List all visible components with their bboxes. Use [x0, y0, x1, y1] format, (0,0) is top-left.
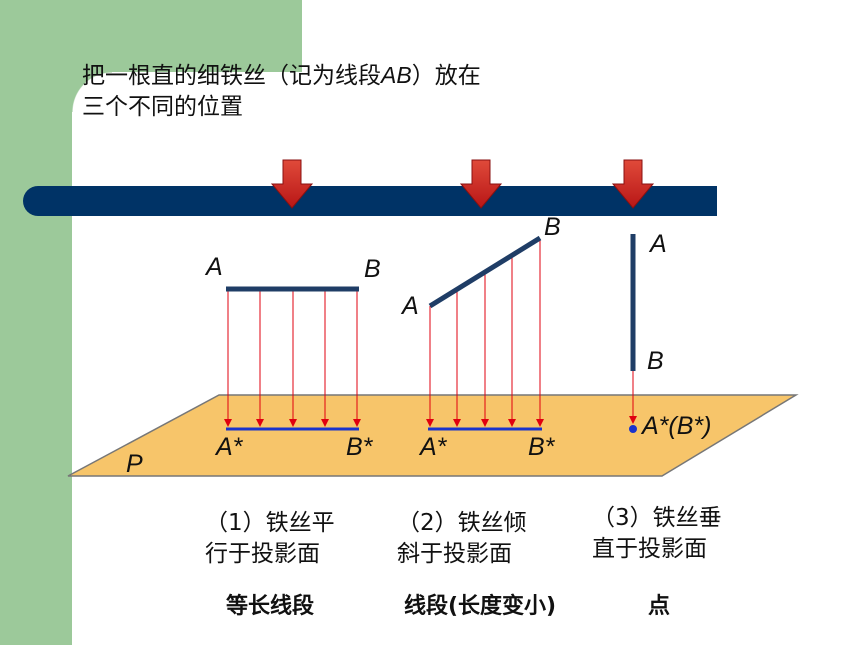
case-1-rays: [224, 289, 361, 427]
title-line1-b: ）放在: [411, 63, 481, 89]
case-2-caption-line1: （2）铁丝倾: [397, 510, 527, 536]
case-2-rays: [426, 239, 544, 427]
title-line1-a: 把一根直的细铁丝（记为线段: [82, 63, 381, 89]
down-arrow-3: [611, 159, 655, 209]
case-1-caption-line1: （1）铁丝平: [205, 510, 335, 536]
case-3-caption-line1: （3）铁丝垂: [592, 505, 722, 531]
case-1-proj-b: B*: [346, 433, 374, 461]
case-1-label-a: A: [204, 253, 223, 281]
plane-label: P: [126, 450, 143, 478]
decor-top-band: [0, 0, 302, 72]
case-3-caption: （3）铁丝垂 直于投影面: [592, 503, 722, 565]
down-arrow-2: [459, 159, 503, 209]
case-2-label-b: B: [544, 213, 561, 241]
case-2-proj-b: B*: [528, 433, 556, 461]
slide-title: 把一根直的细铁丝（记为线段AB）放在 三个不同的位置: [82, 60, 481, 123]
case-1-label-b: B: [364, 255, 381, 283]
case-2-caption: （2）铁丝倾 斜于投影面: [397, 508, 527, 570]
case-3-projection-point: [629, 425, 637, 433]
decor-corner: [72, 72, 112, 112]
case-1-caption: （1）铁丝平 行于投影面: [205, 508, 335, 570]
case-2-proj-a: A*: [418, 433, 448, 461]
down-arrow-1: [270, 159, 314, 209]
case-2-wire: [428, 235, 542, 309]
case-3-proj-point: A*(B*): [640, 412, 711, 440]
case-2-result: 线段(长度变小): [404, 594, 557, 619]
case-3-result: 点: [648, 594, 671, 619]
case-3-label-a: A: [648, 230, 667, 258]
title-line2: 三个不同的位置: [82, 94, 243, 120]
case-1-result: 等长线段: [226, 594, 315, 619]
case-3-caption-line2: 直于投影面: [592, 536, 707, 562]
title-line1-ab: AB: [381, 62, 412, 88]
decor-left-band: [0, 0, 72, 645]
projection-plane: [67, 394, 799, 477]
projection-source-bar: [23, 186, 717, 216]
case-2-label-a: A: [400, 292, 419, 320]
case-3-label-b: B: [647, 347, 664, 375]
case-2-caption-line2: 斜于投影面: [397, 541, 512, 567]
case-1-caption-line2: 行于投影面: [205, 541, 320, 567]
case-1-proj-a: A*: [214, 433, 244, 461]
